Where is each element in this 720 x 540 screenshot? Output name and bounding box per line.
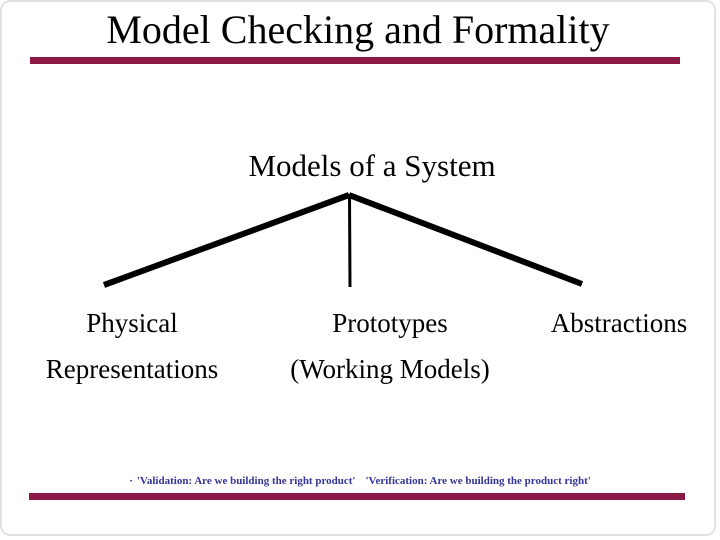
- node-label-line: Abstractions: [550, 308, 688, 338]
- node-label-line: Physical: [86, 308, 178, 338]
- node-physical-representations: Physical Representations: [22, 300, 242, 392]
- footnote: ·'Validation: Are we building the right …: [2, 475, 714, 487]
- tree-line-left: [102, 192, 351, 288]
- node-label-line: Prototypes: [332, 308, 448, 338]
- node-abstractions: Abstractions: [519, 300, 714, 346]
- bottom-accent-rule: [29, 493, 685, 500]
- diagram-root-label: Models of a System: [248, 148, 496, 183]
- footnote-validation-text: 'Validation: Are we building the right p…: [136, 475, 356, 487]
- tree-line-right: [347, 192, 584, 287]
- node-label-line: Representations: [45, 354, 219, 384]
- node-prototypes-working-models: Prototypes (Working Models): [265, 300, 515, 392]
- footnote-verification-text: 'Verification: Are we building the produ…: [365, 475, 591, 487]
- footnote-bullet: ·: [129, 475, 133, 487]
- slide-title: Model Checking and Formality: [106, 7, 610, 52]
- tree-line-middle: [348, 193, 352, 288]
- title-underline-rule: [30, 57, 680, 64]
- tree-connector-lines: [102, 192, 584, 288]
- node-label-line: (Working Models): [290, 354, 490, 384]
